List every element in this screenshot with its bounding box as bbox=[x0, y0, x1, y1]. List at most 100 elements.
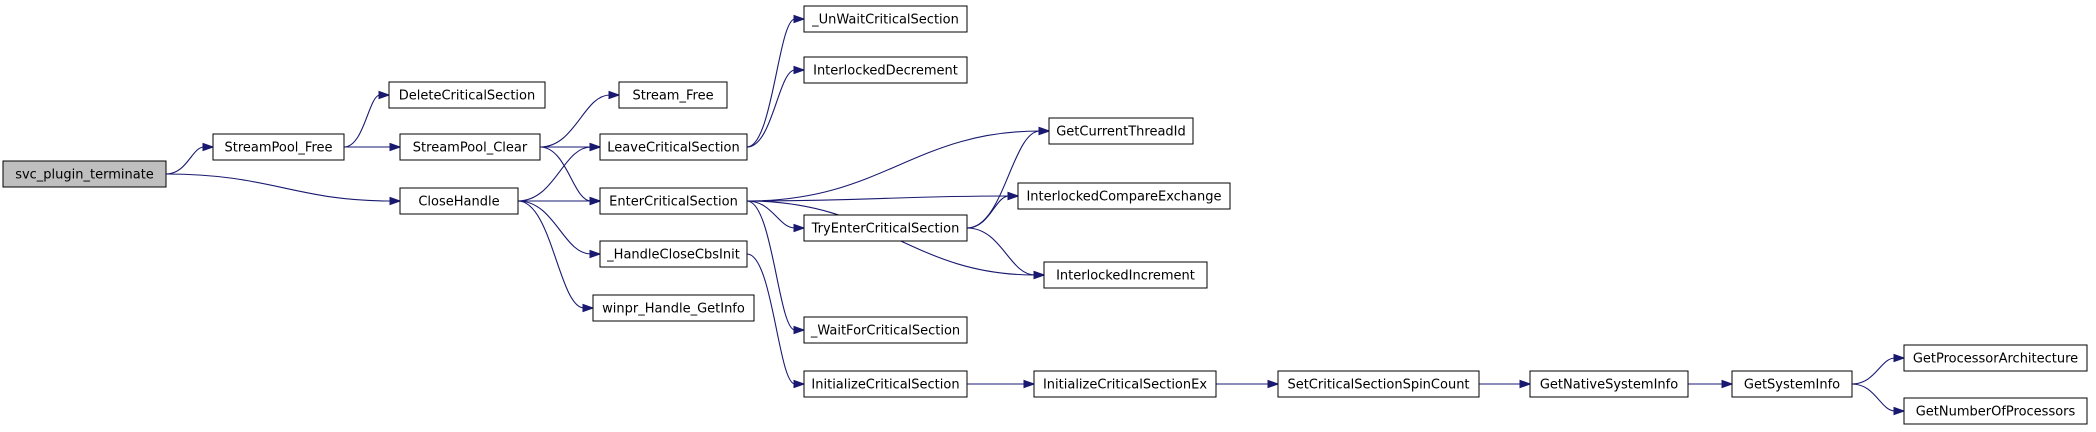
node-box bbox=[2, 160, 167, 188]
node-box bbox=[399, 133, 541, 161]
edge-line bbox=[966, 195, 1010, 229]
node-box bbox=[599, 133, 748, 161]
edge-line bbox=[746, 200, 796, 331]
edge-line bbox=[165, 173, 392, 202]
edge-close-handle-to-handle-close-cbs-init bbox=[517, 200, 602, 259]
node-box bbox=[1043, 261, 1208, 289]
node-label: StreamPool_Free bbox=[224, 141, 332, 156]
node-box bbox=[599, 187, 748, 215]
node-box bbox=[388, 81, 546, 109]
edge-line bbox=[517, 200, 585, 309]
edge-stream-pool-clear-to-enter-critical-section bbox=[539, 146, 602, 206]
arrowhead-icon bbox=[1038, 126, 1051, 136]
node-winpr-handle-get-info[interactable]: winpr_Handle_GetInfo bbox=[592, 294, 755, 322]
node-get-number-of-processors[interactable]: GetNumberOfProcessors bbox=[1903, 397, 2088, 425]
node-box bbox=[618, 81, 728, 109]
node-interlocked-compare-exchange[interactable]: InterlockedCompareExchange bbox=[1017, 182, 1231, 210]
edge-line bbox=[165, 146, 205, 175]
arrowhead-icon bbox=[589, 249, 602, 259]
node-initialize-critical-section-ex[interactable]: InitializeCriticalSectionEx bbox=[1033, 370, 1217, 398]
edge-line bbox=[343, 94, 381, 148]
edge-line bbox=[517, 200, 592, 255]
arrowhead-icon bbox=[389, 142, 402, 152]
edge-line bbox=[966, 130, 1041, 229]
node-box bbox=[1277, 370, 1480, 398]
node-get-native-system-info[interactable]: GetNativeSystemInfo bbox=[1529, 370, 1689, 398]
arrowhead-icon bbox=[582, 303, 595, 313]
edge-close-handle-to-winpr-handle-get-info bbox=[517, 200, 595, 313]
node-box bbox=[1017, 182, 1231, 210]
node-interlocked-decrement[interactable]: InterlockedDecrement bbox=[803, 56, 968, 84]
node-box bbox=[1033, 370, 1217, 398]
nodes-layer: svc_plugin_terminate StreamPool_FreeClose… bbox=[2, 5, 2088, 425]
node-box bbox=[599, 240, 748, 268]
node-box bbox=[803, 316, 968, 344]
node-handle-close-cbs-init[interactable]: _HandleCloseCbsInit bbox=[599, 240, 748, 268]
node-label: svc_plugin_terminate bbox=[15, 168, 154, 183]
edge-line bbox=[1851, 383, 1896, 412]
node-close-handle[interactable]: CloseHandle bbox=[399, 187, 519, 215]
node-set-critical-section-spin-count[interactable]: SetCriticalSectionSpinCount bbox=[1277, 370, 1480, 398]
edge-line bbox=[746, 195, 1010, 202]
arrowhead-icon bbox=[202, 142, 215, 152]
node-get-system-info[interactable]: GetSystemInfo bbox=[1731, 370, 1853, 398]
node-wait-for-critical-section[interactable]: _WaitForCriticalSection bbox=[803, 316, 968, 344]
arrowhead-icon bbox=[1023, 379, 1036, 389]
arrowhead-icon bbox=[793, 14, 806, 24]
node-stream-pool-free[interactable]: StreamPool_Free bbox=[212, 133, 345, 161]
arrowhead-icon bbox=[793, 65, 806, 75]
node-label: GetProcessorArchitecture bbox=[1913, 352, 2078, 367]
node-box bbox=[212, 133, 345, 161]
node-stream-free[interactable]: Stream_Free bbox=[618, 81, 728, 109]
node-initialize-critical-section[interactable]: InitializeCriticalSection bbox=[803, 370, 968, 398]
arrowhead-icon bbox=[589, 142, 602, 152]
node-stream-pool-clear[interactable]: StreamPool_Clear bbox=[399, 133, 541, 161]
edge-close-handle-to-enter-critical-section bbox=[518, 196, 602, 206]
edge-try-enter-critical-section-to-get-current-thread-id bbox=[966, 126, 1051, 229]
edge-svc-plugin-terminate-to-stream-pool-free bbox=[165, 142, 215, 175]
node-label: Stream_Free bbox=[632, 89, 713, 104]
arrowhead-icon bbox=[389, 196, 402, 206]
node-un-wait-critical-section[interactable]: _UnWaitCriticalSection bbox=[803, 5, 968, 33]
edge-stream-pool-free-to-delete-critical-section bbox=[343, 90, 391, 148]
node-label: InterlockedIncrement bbox=[1056, 269, 1195, 284]
edge-svc-plugin-terminate-to-close-handle bbox=[165, 173, 402, 206]
node-delete-critical-section[interactable]: DeleteCriticalSection bbox=[388, 81, 546, 109]
edge-try-enter-critical-section-to-interlocked-compare-exchange bbox=[966, 191, 1020, 229]
edge-get-native-system-info-to-get-system-info bbox=[1687, 379, 1734, 389]
edge-initialize-critical-section-ex-to-set-critical-section-spin-count bbox=[1215, 379, 1280, 389]
node-get-current-thread-id[interactable]: GetCurrentThreadId bbox=[1048, 117, 1194, 145]
edge-stream-pool-free-to-stream-pool-clear bbox=[343, 142, 402, 152]
node-try-enter-critical-section[interactable]: TryEnterCriticalSection bbox=[803, 214, 968, 242]
edge-line bbox=[539, 94, 611, 148]
edges-layer bbox=[165, 14, 1906, 416]
edge-get-system-info-to-get-processor-architecture bbox=[1851, 353, 1906, 385]
node-enter-critical-section[interactable]: EnterCriticalSection bbox=[599, 187, 748, 215]
node-label: GetNumberOfProcessors bbox=[1916, 405, 2076, 420]
node-label: InitializeCriticalSection bbox=[811, 378, 959, 393]
edge-close-handle-to-leave-critical-section bbox=[517, 142, 602, 202]
edge-leave-critical-section-to-un-wait-critical-section bbox=[746, 14, 806, 148]
node-get-processor-architecture[interactable]: GetProcessorArchitecture bbox=[1903, 344, 2088, 372]
node-label: _HandleCloseCbsInit bbox=[606, 248, 740, 263]
arrowhead-icon bbox=[1519, 379, 1532, 389]
node-label: SetCriticalSectionSpinCount bbox=[1287, 378, 1469, 393]
arrowhead-icon bbox=[1893, 353, 1906, 363]
edge-enter-critical-section-to-get-current-thread-id bbox=[746, 126, 1051, 202]
node-label: InterlockedCompareExchange bbox=[1026, 190, 1221, 205]
node-box bbox=[1903, 397, 2088, 425]
node-interlocked-increment[interactable]: InterlockedIncrement bbox=[1043, 261, 1208, 289]
arrowhead-icon bbox=[608, 90, 621, 100]
edge-set-critical-section-spin-count-to-get-native-system-info bbox=[1478, 379, 1532, 389]
node-leave-critical-section[interactable]: LeaveCriticalSection bbox=[599, 133, 748, 161]
edge-line bbox=[1851, 357, 1896, 385]
node-label: InterlockedDecrement bbox=[813, 64, 958, 79]
arrowhead-icon bbox=[589, 196, 602, 206]
node-box bbox=[399, 187, 519, 215]
edge-stream-pool-clear-to-stream-free bbox=[539, 90, 621, 148]
edge-line bbox=[517, 146, 592, 202]
node-box bbox=[592, 294, 755, 322]
edge-try-enter-critical-section-to-interlocked-increment bbox=[966, 227, 1046, 280]
edge-handle-close-cbs-init-to-initialize-critical-section bbox=[746, 253, 806, 389]
